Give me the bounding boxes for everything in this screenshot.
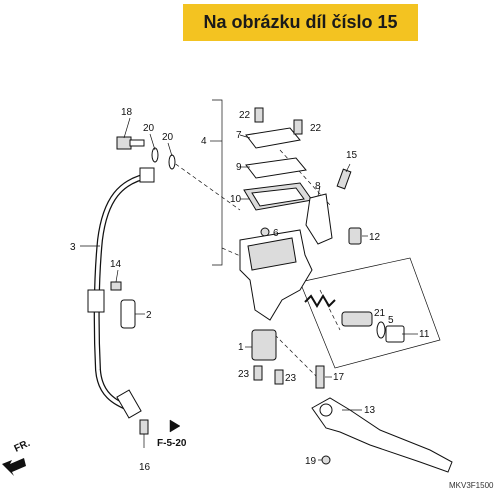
callout-8: 8	[315, 181, 321, 192]
leader-7	[239, 134, 251, 139]
callout-6: 6	[273, 228, 279, 239]
guide-line	[279, 149, 331, 206]
hose-clip-2	[120, 299, 136, 329]
cap-plate-9	[245, 157, 307, 179]
spring	[304, 294, 336, 308]
callout-22a: 22	[239, 110, 251, 121]
callout-19: 19	[305, 456, 317, 467]
leader-8	[317, 185, 321, 197]
callout-5: 5	[388, 315, 394, 326]
nut-19	[321, 455, 331, 465]
callout-23b: 23	[285, 373, 297, 384]
banjo-fitting-top	[139, 167, 155, 183]
screw-22b	[293, 119, 303, 135]
callout-13: 13	[364, 405, 376, 416]
brake-lever-13	[311, 397, 453, 473]
screw-23a	[253, 365, 263, 381]
pivot-bolt-17	[315, 365, 325, 389]
brake-switch-1	[251, 329, 277, 361]
screw-22a	[254, 107, 264, 123]
master-cylinder-reservoir	[247, 237, 297, 271]
seal-21	[376, 321, 386, 339]
callout-7: 7	[236, 130, 242, 141]
screw-23b	[274, 369, 284, 385]
leader-20b	[167, 142, 173, 157]
banjo-fitting-bottom	[116, 389, 142, 419]
reference-label: F-5-20	[157, 438, 187, 449]
brake-hose-3	[93, 172, 153, 411]
callout-10: 10	[230, 194, 242, 205]
callout-9: 9	[236, 162, 242, 173]
washer-20b	[168, 154, 176, 170]
bolt-18-shank	[129, 139, 145, 147]
banner-text: Na obrázku díl číslo 15	[203, 12, 398, 32]
callout-18: 18	[121, 107, 133, 118]
bracket-4	[212, 99, 223, 266]
bolt-16	[139, 419, 149, 435]
callout-12: 12	[369, 232, 381, 243]
callout-21: 21	[374, 308, 386, 319]
front-arrow-icon	[2, 458, 26, 476]
callout-16: 16	[139, 462, 151, 473]
callout-22b: 22	[310, 123, 322, 134]
callout-20a: 20	[143, 123, 155, 134]
group-box-11	[299, 257, 441, 369]
guide-line	[169, 159, 241, 211]
bushing-12	[348, 227, 362, 245]
bolt-14	[110, 281, 122, 291]
guide-line	[269, 329, 321, 381]
callout-1: 1	[238, 342, 244, 353]
bolt-15	[336, 168, 352, 190]
callout-17: 17	[333, 372, 345, 383]
diagram-code: MKV3F1500	[449, 481, 494, 490]
front-marker: FR.	[13, 438, 32, 455]
part-number-banner: Na obrázku díl číslo 15	[183, 4, 418, 41]
bolt-18	[116, 136, 132, 150]
piston	[341, 311, 373, 327]
washer-20a	[151, 147, 159, 163]
callout-4: 4	[201, 136, 207, 147]
leader-14	[115, 269, 119, 283]
screw-6	[260, 227, 270, 237]
callout-11: 11	[419, 329, 430, 340]
reference-arrow-icon	[169, 419, 181, 433]
hose-clamp	[87, 289, 105, 313]
callout-14: 14	[110, 259, 122, 270]
leader-20a	[149, 133, 156, 151]
lever-pivot	[319, 403, 333, 417]
leader-15	[345, 163, 351, 173]
leader-18	[123, 117, 131, 139]
callout-15: 15	[346, 150, 358, 161]
callout-2: 2	[146, 310, 152, 321]
bracket-8	[305, 193, 333, 245]
reservoir-cap-7	[245, 127, 301, 149]
callout-3: 3	[70, 242, 76, 253]
diaphragm-10-inner	[251, 187, 305, 207]
callout-20b: 20	[162, 132, 174, 143]
callout-23a: 23	[238, 369, 250, 380]
boot-5	[385, 325, 405, 343]
